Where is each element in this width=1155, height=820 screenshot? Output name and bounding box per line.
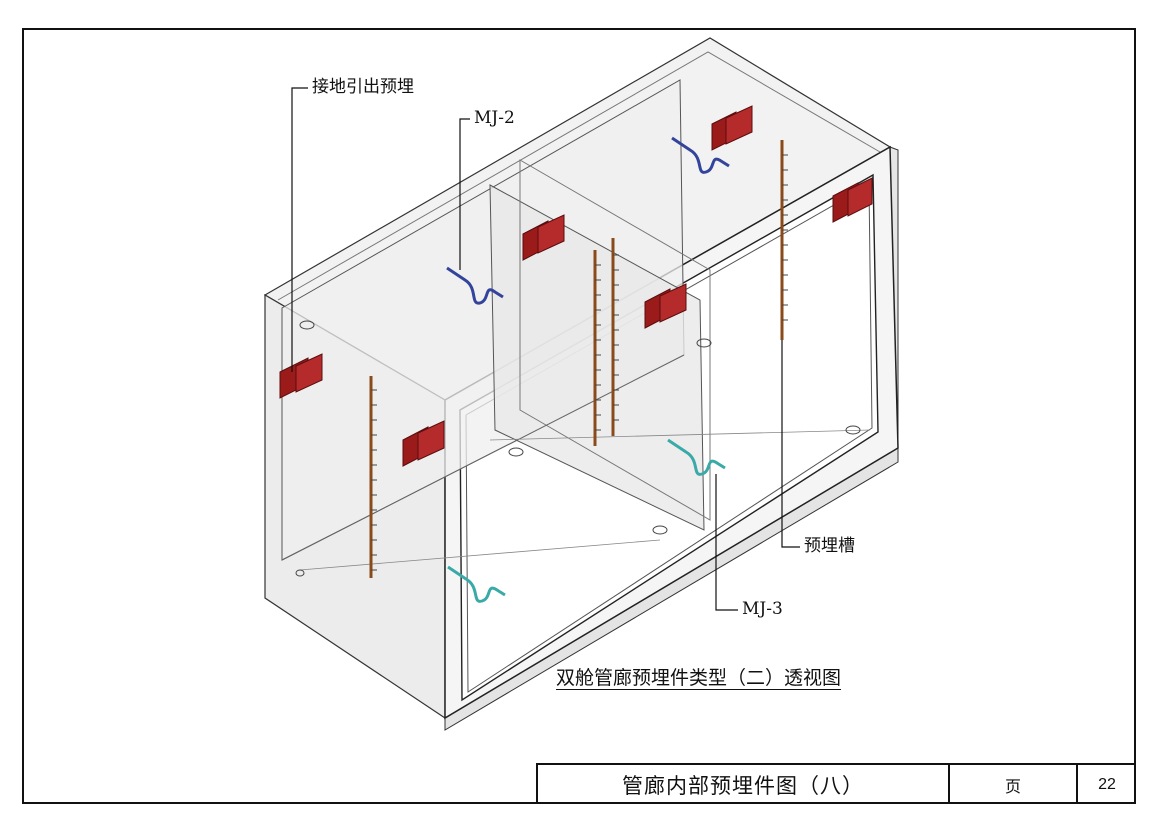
channel-bolts	[371, 154, 788, 571]
drawing-caption: 双舱管廊预埋件类型（二）透视图	[556, 667, 842, 689]
top-slab-edge	[277, 51, 881, 301]
mj2-bar	[446, 266, 504, 305]
title-block-page-number: 22	[1098, 775, 1116, 793]
label-grounding: 接地引出预埋	[312, 77, 414, 97]
title-block: 管廊内部预埋件图（八） 页 22	[536, 763, 1136, 804]
embedded-plate	[832, 177, 873, 223]
embedded-plate	[402, 420, 445, 467]
title-block-title: 管廊内部预埋件图（八）	[538, 765, 950, 804]
label-channel: 预埋槽	[804, 536, 855, 556]
embedded-plate	[711, 105, 753, 151]
embedded-plate	[522, 214, 565, 261]
embedded-channel	[369, 140, 784, 578]
embedded-plate	[279, 353, 323, 399]
mj3-bar	[667, 438, 726, 476]
title-block-page-label: 页	[950, 765, 1078, 804]
label-mj3: MJ-3	[742, 599, 783, 619]
mj2-bar	[671, 136, 730, 174]
partition-wall	[489, 184, 705, 531]
partition-wall-face	[519, 159, 711, 521]
embedded-plate	[644, 283, 687, 329]
front-opening-inner	[465, 184, 873, 693]
drawing-frame	[22, 28, 1136, 804]
label-mj2: MJ-2	[474, 108, 515, 128]
leader-lines	[291, 87, 800, 611]
mj3-bar	[447, 565, 506, 603]
